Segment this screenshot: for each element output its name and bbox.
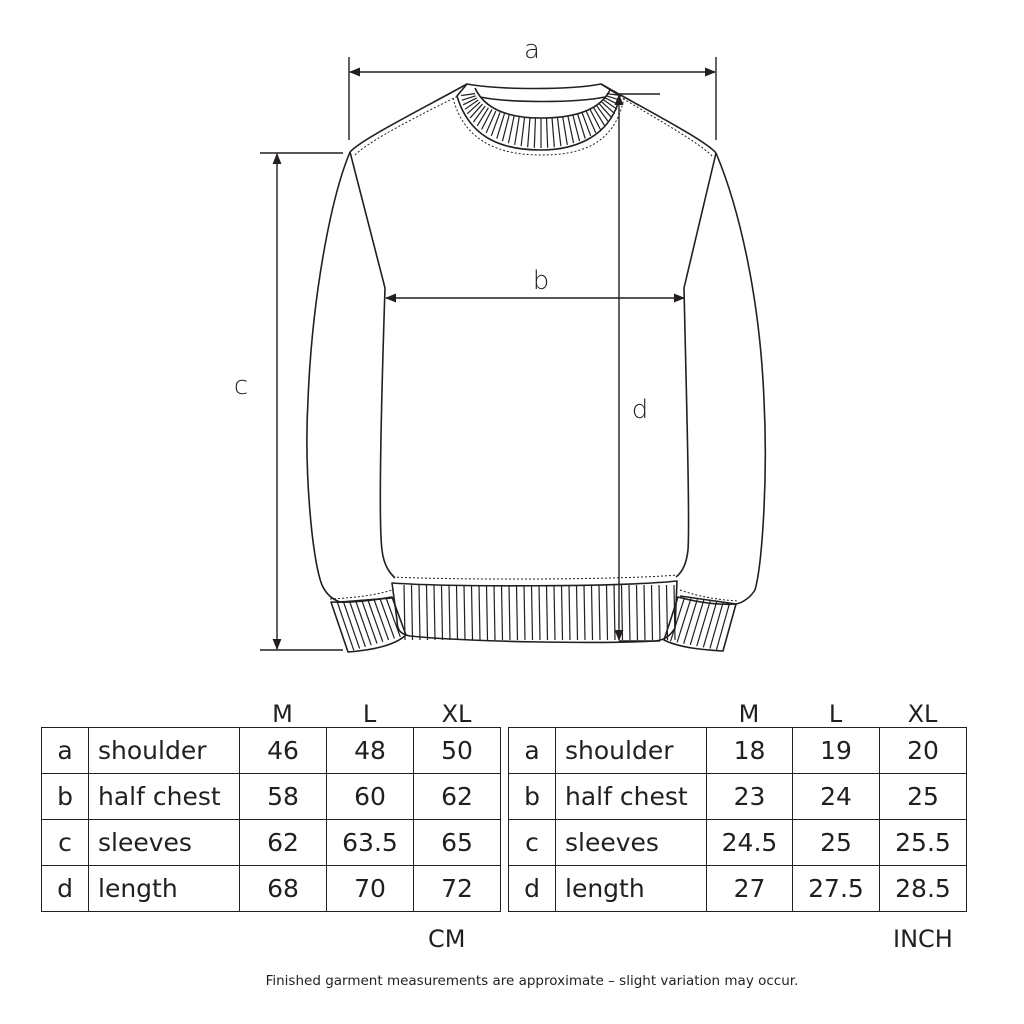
measurement-value: 18 (706, 727, 793, 774)
measurement-name: shoulder (555, 727, 707, 774)
right-shoulder (600, 83, 717, 154)
measurement-value: 27 (706, 865, 793, 912)
measurement-note: Finished garment measurements are approx… (265, 973, 799, 989)
left-sleeve (306, 151, 393, 603)
measurement-name: length (88, 865, 240, 912)
measurement-name: half chest (88, 773, 240, 820)
measurement-key: d (41, 865, 89, 912)
measurement-key: c (508, 819, 556, 866)
sweater-diagram: a b c d (234, 35, 767, 653)
measurement-name: sleeves (555, 819, 707, 866)
measurement-key: c (41, 819, 89, 866)
measurement-value: 72 (413, 865, 501, 912)
measurement-value: 25 (792, 819, 880, 866)
measurement-value: 48 (326, 727, 414, 774)
measurement-value: 19 (792, 727, 880, 774)
measurement-value: 62 (413, 773, 501, 820)
right-cuff (663, 596, 737, 652)
size-header-l: L (828, 700, 843, 728)
label-b: b (533, 266, 550, 296)
measurement-value: 25 (879, 773, 967, 820)
measurement-value: 62 (239, 819, 327, 866)
measurement-value: 27.5 (792, 865, 880, 912)
measurement-value: 50 (413, 727, 501, 774)
measurement-value: 68 (239, 865, 327, 912)
measurement-key: b (41, 773, 89, 820)
collar (456, 83, 621, 151)
measurement-value: 28.5 (879, 865, 967, 912)
measurement-value: 20 (879, 727, 967, 774)
measurement-name: half chest (555, 773, 707, 820)
size-header-xl: XL (441, 700, 472, 728)
size-header-xl: XL (907, 700, 938, 728)
measurement-value: 46 (239, 727, 327, 774)
measurement-name: sleeves (88, 819, 240, 866)
left-shoulder (349, 83, 468, 153)
measurement-value: 65 (413, 819, 501, 866)
measurement-value: 24.5 (706, 819, 793, 866)
label-c: c (234, 371, 248, 401)
measurement-key: b (508, 773, 556, 820)
measurement-value: 60 (326, 773, 414, 820)
measurement-value: 25.5 (879, 819, 967, 866)
label-a: a (524, 35, 540, 65)
measurement-value: 70 (326, 865, 414, 912)
left-cuff (330, 596, 407, 653)
measurement-key: d (508, 865, 556, 912)
body-left-side (349, 151, 396, 579)
measurement-value: 24 (792, 773, 880, 820)
measurement-value: 58 (239, 773, 327, 820)
measurement-value: 63.5 (326, 819, 414, 866)
measurement-name: length (555, 865, 707, 912)
right-sleeve (679, 152, 767, 605)
size-header-m: M (272, 700, 293, 728)
body-right-side (675, 152, 717, 578)
size-header-m: M (738, 700, 760, 728)
measurement-value: 23 (706, 773, 793, 820)
unit-label-cm: CM (428, 925, 466, 953)
size-header-l: L (362, 700, 377, 728)
measurement-key: a (41, 727, 89, 774)
label-d: d (632, 395, 649, 425)
unit-label-inch: INCH (893, 925, 953, 953)
measurement-name: shoulder (88, 727, 240, 774)
measurement-key: a (508, 727, 556, 774)
